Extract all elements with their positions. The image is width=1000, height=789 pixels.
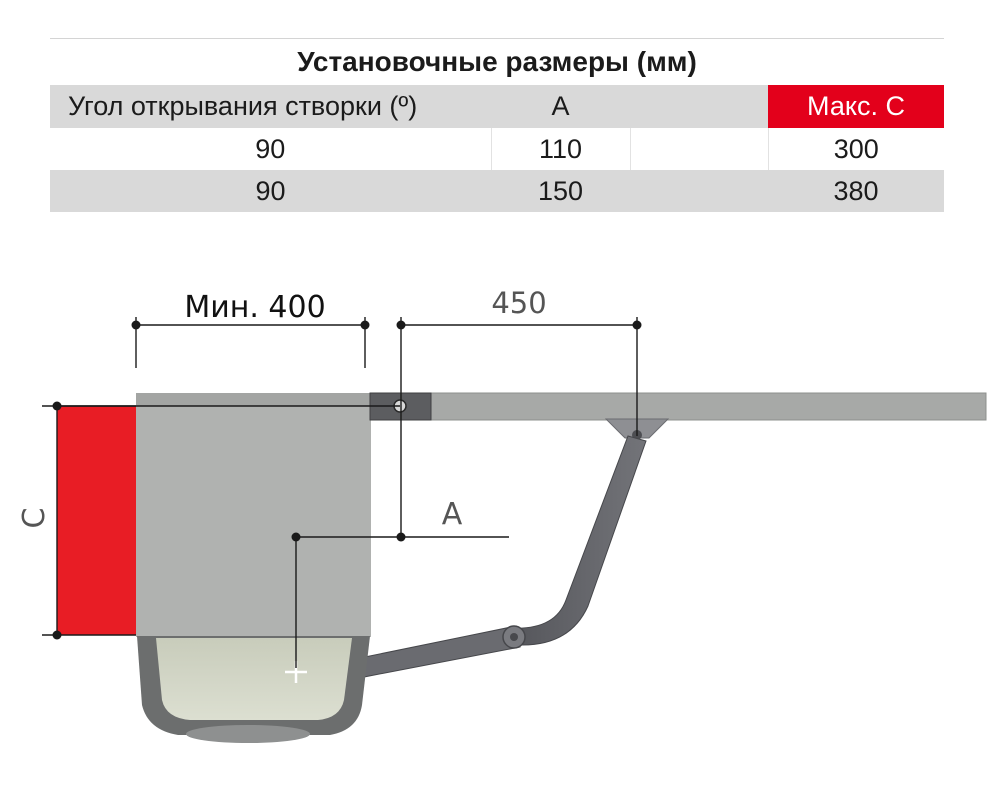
table-title-row: Установочные размеры (мм)	[50, 38, 945, 85]
a-label: A	[442, 497, 463, 532]
gate-leaf	[429, 392, 987, 421]
installation-dimensions-table: Установочные размеры (мм) Угол открывани…	[50, 38, 945, 212]
pillar-top-edge	[136, 393, 371, 406]
max-c-zone	[57, 406, 136, 635]
arm-lower	[359, 625, 521, 678]
cell-max-c: 380	[768, 170, 945, 212]
motor-cover	[156, 638, 352, 720]
dimension-dots	[52, 320, 642, 640]
table-header-row: Угол открывания створки (º) A Макс. C	[50, 85, 945, 128]
cell-angle: 90	[50, 128, 491, 170]
header-empty	[630, 85, 768, 128]
table-row: 90 150 380	[50, 170, 945, 212]
header-opening-angle: Угол открывания створки (º)	[50, 85, 491, 128]
min-400-label: Мин. 400	[184, 290, 325, 325]
cell-angle: 90	[50, 170, 491, 212]
motor-base	[186, 725, 310, 743]
c-label: C	[17, 508, 52, 529]
table-title: Установочные размеры (мм)	[50, 38, 945, 85]
cell-max-c: 300	[767, 128, 945, 170]
header-a: A	[491, 85, 630, 128]
cell-empty	[629, 128, 768, 170]
arm-450-label: 450	[491, 286, 546, 320]
arm-upper	[511, 435, 647, 646]
cell-a: 110	[490, 128, 630, 170]
pillar	[136, 393, 371, 637]
cell-a: 150	[491, 170, 630, 212]
table-row: 90 110 300	[50, 128, 945, 170]
cell-empty	[630, 170, 768, 212]
elbow-pin-icon	[510, 633, 518, 641]
header-max-c: Макс. C	[768, 85, 945, 128]
